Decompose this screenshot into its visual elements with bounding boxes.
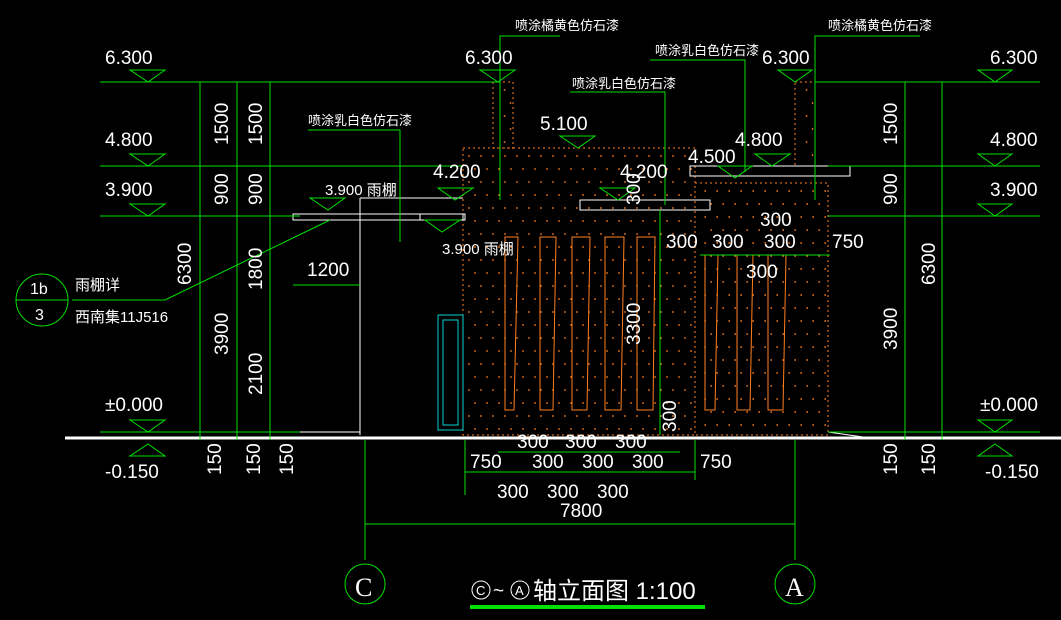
level-right-480: 4.800: [990, 130, 1038, 151]
dim-center-3300: 3300: [624, 303, 645, 345]
level-roof-right: 6.300: [762, 48, 810, 69]
title-text: 轴立面图 1:100: [533, 578, 696, 605]
dim-upper-750: 750: [832, 232, 864, 253]
dim-upper-300-d: 300: [746, 262, 778, 283]
dim-upper-300-a: 300: [666, 232, 698, 253]
dim-300-c: 300: [615, 432, 647, 453]
dim-upper-300-b: 300: [712, 232, 744, 253]
detail-ref-label2: 西南集11J516: [75, 309, 168, 326]
vdim-r3: 3900: [881, 308, 902, 350]
note-5: 喷涂乳白色仿石漆: [308, 113, 412, 128]
level-left-390: 3.900: [105, 180, 153, 201]
dim-300-b: 300: [565, 432, 597, 453]
vdim-r2: 900: [881, 173, 902, 205]
note-3: 喷涂乳白色仿石漆: [655, 43, 759, 58]
vdim-r5: 150: [881, 443, 902, 475]
vdim-i3: 1800: [246, 248, 267, 290]
vdim-l1: 1500: [212, 103, 233, 145]
title-tilde: ~: [493, 581, 504, 602]
axis-a-label: A: [785, 573, 804, 602]
vdim-l3: 3900: [212, 313, 233, 355]
level-lines: [72, 35, 1040, 560]
vdim-i4: 2100: [246, 353, 267, 395]
level-right-000: ±0.000: [980, 395, 1038, 416]
vdim-l2: 900: [212, 173, 233, 205]
canopy-label-2: 3.900 雨棚: [442, 241, 514, 258]
level-canopy-mid: 4.200: [620, 162, 668, 183]
canopy-label: 3.900 雨棚: [325, 182, 397, 199]
canopy-width: 1200: [307, 260, 349, 281]
detail-reference: [15, 273, 69, 327]
level-left-480: 4.800: [105, 130, 153, 151]
dim-center-300-top: 300: [624, 173, 645, 205]
dim-center-300-bottom: 300: [660, 400, 681, 432]
note-2: 喷涂乳白色仿石漆: [572, 76, 676, 91]
level-top-right: 4.800: [735, 130, 783, 151]
axis-bubble-a: [774, 563, 816, 605]
dim-upper-300-top: 300: [760, 210, 792, 231]
dim-300-d: 300: [532, 452, 564, 473]
vdim-i6: 150: [277, 443, 298, 475]
detail-ref-label1: 雨棚详: [75, 277, 120, 294]
title: C ~ A 轴立面图 1:100: [471, 578, 696, 605]
level-step-right: 4.500: [688, 147, 736, 168]
level-right-630: 6.300: [990, 48, 1038, 69]
dim-upper-300-c: 300: [764, 232, 796, 253]
level-left-000: ±0.000: [105, 395, 163, 416]
note-4: 喷涂橘黄色仿石漆: [828, 18, 932, 33]
title-axis-a: A: [515, 583, 524, 598]
axis-bubble-c: [344, 563, 386, 605]
door: [437, 314, 464, 431]
vdim-l4: 6300: [175, 243, 196, 285]
canopies: [292, 165, 851, 435]
dim-300-e: 300: [582, 452, 614, 473]
dim-750-left: 750: [470, 452, 502, 473]
level-canopy-left: 4.200: [433, 162, 481, 183]
dim-row2-c: 300: [597, 482, 629, 503]
note-1: 喷涂橘黄色仿石漆: [515, 18, 619, 33]
level-right-015: -0.150: [985, 462, 1039, 483]
level-left-015: -0.150: [105, 462, 159, 483]
dim-total: 7800: [560, 501, 602, 522]
detail-ref-top: 1b: [30, 281, 48, 298]
dim-750-right: 750: [700, 452, 732, 473]
vdim-r1: 1500: [881, 103, 902, 145]
title-axis-c: C: [476, 583, 485, 598]
dim-300-f: 300: [632, 452, 664, 473]
vdim-l5: 150: [205, 443, 226, 475]
detail-ref-bottom: 3: [35, 307, 44, 324]
dim-row2-b: 300: [547, 482, 579, 503]
dim-row2-a: 300: [497, 482, 529, 503]
vdim-i1: 1500: [246, 103, 267, 145]
level-roof-left: 6.300: [465, 48, 513, 69]
vdim-i5: 150: [244, 443, 265, 475]
vdim-r6: 150: [919, 443, 940, 475]
dim-300-a: 300: [517, 432, 549, 453]
vdim-i2: 900: [246, 173, 267, 205]
level-parapet: 5.100: [540, 114, 588, 135]
level-right-390: 3.900: [990, 180, 1038, 201]
wall-hatch: [462, 81, 829, 436]
vdim-r4: 6300: [919, 243, 940, 285]
level-left-630: 6.300: [105, 48, 153, 69]
axis-c-label: C: [355, 573, 372, 602]
